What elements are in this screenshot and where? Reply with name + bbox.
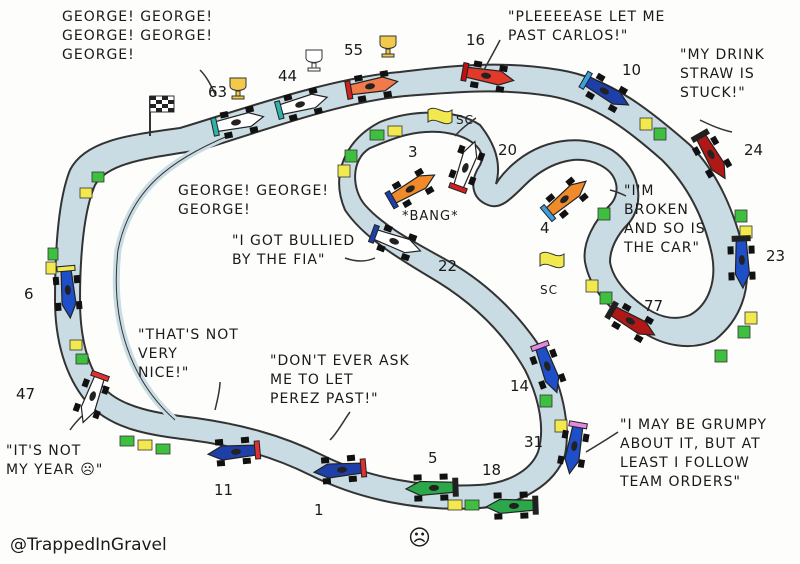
safety-car-label-bottom: SC xyxy=(540,283,558,297)
quote-george-top: GEORGE! GEORGE! GEORGE! GEORGE! GEORGE! xyxy=(62,9,213,63)
quote-drink-straw: "MY DRINK STRAW IS STUCK!" xyxy=(680,47,765,101)
quote-broken: "I'M BROKEN AND SO IS THE CAR" xyxy=(624,183,706,256)
car-number-18: 18 xyxy=(482,461,502,479)
car-number-47: 47 xyxy=(16,385,36,403)
quote-george-mid: GEORGE! GEORGE! GEORGE! xyxy=(178,183,329,218)
car-number-1: 1 xyxy=(314,501,324,519)
kerbs xyxy=(45,117,758,511)
chequered-flag-icon xyxy=(149,95,175,136)
car-6 xyxy=(52,264,83,320)
artist-signature: @TrappedInGravel xyxy=(10,535,167,555)
car-31 xyxy=(557,420,590,475)
quote-not-very-nice: "THAT'S NOT VERY NICE!" xyxy=(138,327,239,381)
bang-label: *BANG* xyxy=(402,209,459,224)
quote-pleeease: "PLEEEEASE LET ME PAST CARLOS!" xyxy=(508,9,666,44)
car-14 xyxy=(529,339,567,394)
car-number-4: 4 xyxy=(540,219,550,237)
car-number-10: 10 xyxy=(622,61,642,79)
car-23 xyxy=(727,235,756,290)
car-22 xyxy=(367,224,422,262)
car-24 xyxy=(690,128,733,180)
car-number-63: 63 xyxy=(208,83,228,101)
car-number-23: 23 xyxy=(766,247,786,265)
car-16 xyxy=(460,60,515,93)
quote-grumpy: "I MAY BE GRUMPY ABOUT IT, BUT AT LEAST … xyxy=(620,417,768,490)
speech-pointers xyxy=(69,39,733,453)
car-55 xyxy=(344,70,399,103)
quote-not-my-year: "IT'S NOT MY YEAR ☹" xyxy=(6,443,104,478)
car-number-44: 44 xyxy=(278,67,298,85)
car-18 xyxy=(484,491,539,520)
car-77 xyxy=(604,300,656,344)
car-3 xyxy=(384,167,436,210)
car-1 xyxy=(312,454,368,485)
safety-car-label-top: SC xyxy=(456,113,474,127)
car-47 xyxy=(72,369,110,424)
quote-dont-ask: "DON'T EVER ASK ME TO LET PEREZ PAST!" xyxy=(270,353,410,407)
car-10 xyxy=(578,70,630,114)
car-11 xyxy=(206,436,262,467)
car-number-16: 16 xyxy=(466,31,486,49)
car-number-24: 24 xyxy=(744,141,764,159)
trophy-icon xyxy=(379,35,397,58)
car-number-77: 77 xyxy=(644,297,664,315)
car-44 xyxy=(273,86,329,122)
car-number-5: 5 xyxy=(428,449,438,467)
car-4 xyxy=(539,176,589,223)
car-number-6: 6 xyxy=(24,285,34,303)
quote-bullied: "I GOT BULLIED BY THE FIA" xyxy=(232,233,356,268)
car-number-11: 11 xyxy=(214,481,234,499)
car-20 xyxy=(448,140,486,195)
car-63 xyxy=(210,105,265,140)
car-number-55: 55 xyxy=(344,41,364,59)
sad-face: ☹ xyxy=(408,526,432,551)
cars xyxy=(52,60,756,520)
car-number-20: 20 xyxy=(498,141,518,159)
car-number-22: 22 xyxy=(438,257,458,275)
car-5 xyxy=(404,473,459,502)
car-number-31: 31 xyxy=(524,433,544,451)
safety-car-flag-icon xyxy=(539,251,565,269)
trophy-icon xyxy=(305,49,323,72)
trophy-icon xyxy=(229,77,247,100)
car-number-3: 3 xyxy=(408,143,418,161)
safety-car-flag-icon xyxy=(427,107,453,125)
car-number-14: 14 xyxy=(510,377,530,395)
